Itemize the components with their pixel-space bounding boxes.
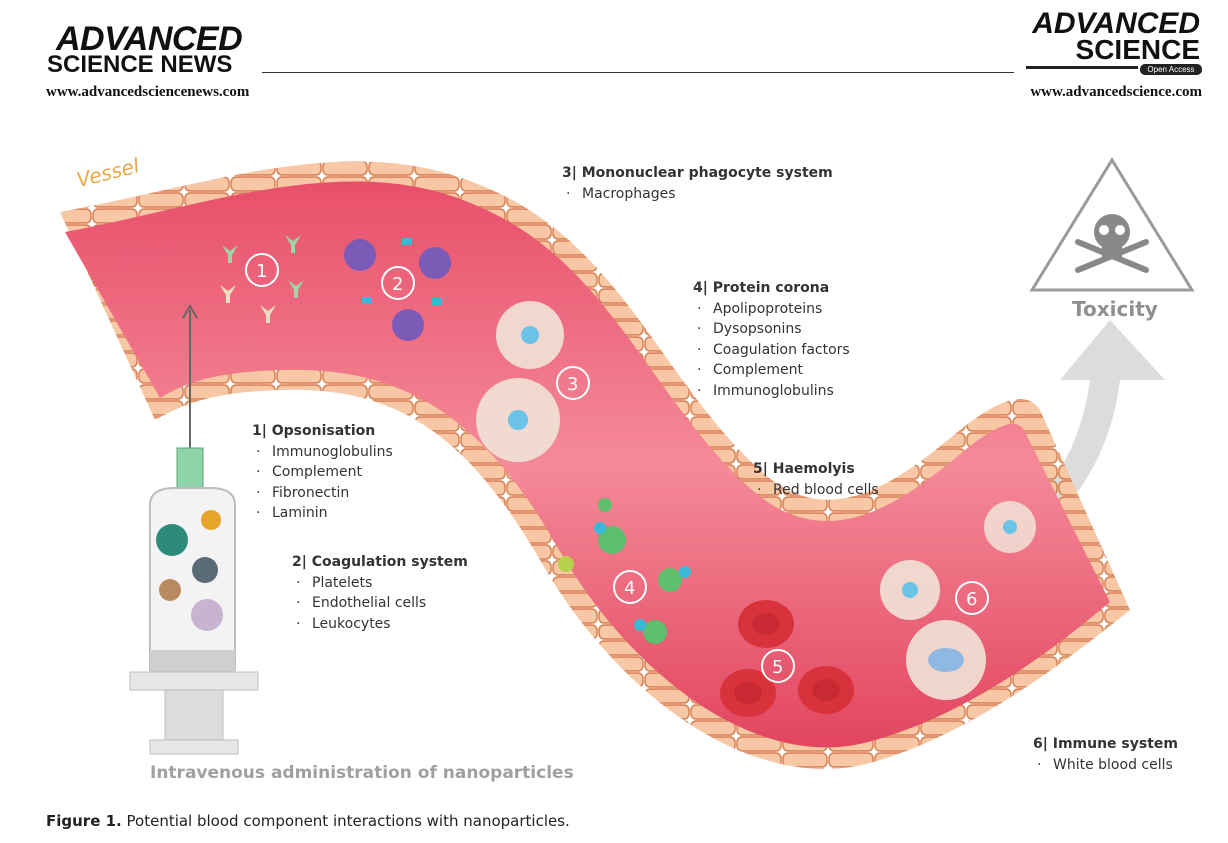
section-item: Immunoglobulins [693,381,850,402]
red-blood-cells [720,600,854,717]
left-url[interactable]: www.advancedsciencenews.com [46,84,250,100]
section-mononuclear-phagocyte-system: 3| Mononuclear phagocyte system Macropha… [562,163,833,204]
step-marker-3 [556,366,590,400]
section-item: Dysopsonins [693,319,850,340]
section-item: Immunoglobulins [252,442,393,463]
caption-label: Figure 1. [46,812,122,830]
step-markers [245,253,989,683]
logo-bar [1026,66,1138,69]
immunoglobulin-particles [220,235,304,323]
step-marker-6 [955,581,989,615]
advanced-science-logo-subtitle: SCIENCE [1075,34,1200,65]
administration-label: Intravenous administration of nanopartic… [150,763,574,783]
section-item: Fibronectin [252,483,393,504]
section-coagulation-system: 2| Coagulation system Platelets Endothel… [292,552,468,634]
advanced-science-news-logo: ADVANCED [56,20,243,58]
section-item: Coagulation factors [693,340,850,361]
caption-text: Potential blood component interactions w… [126,812,570,830]
step-marker-4 [613,570,647,604]
platelets [344,238,451,341]
advanced-science-news-logo-subtitle: SCIENCE NEWS [47,51,233,78]
toxicity-hazard-icon [1029,157,1195,292]
section-item: Macrophages [562,184,833,205]
section-item: Apolipoproteins [693,299,850,320]
right-url[interactable]: www.advancedscience.com [1030,84,1202,100]
section-item: Endothelial cells [292,593,468,614]
section-opsonisation: 1| Opsonisation Immunoglobulins Compleme… [252,421,393,524]
figure-caption: Figure 1. Potential blood component inte… [46,812,570,830]
section-title: 2| Coagulation system [292,554,468,570]
section-item: Complement [252,462,393,483]
section-item: Red blood cells [753,480,879,501]
syringe-icon [129,304,259,755]
step-number-4: 4 [624,578,635,599]
section-title: 3| Mononuclear phagocyte system [562,165,833,181]
section-title: 4| Protein corona [693,280,830,296]
step-number-1: 1 [256,261,267,282]
step-marker-2 [381,266,415,300]
section-title: 6| Immune system [1033,736,1178,752]
section-title: 1| Opsonisation [252,423,376,439]
open-access-badge: Open Access [1140,64,1202,75]
section-protein-corona: 4| Protein corona Apolipoproteins Dysops… [693,278,850,401]
header-rule [262,72,1014,73]
white-blood-cells [880,501,1036,700]
advanced-science-logo: ADVANCED [1032,7,1200,40]
section-item: Laminin [252,503,393,524]
section-immune-system: 6| Immune system White blood cells [1033,734,1178,775]
section-item: Platelets [292,573,468,594]
step-marker-1 [245,253,279,287]
section-item: Leukocytes [292,614,468,635]
step-number-3: 3 [567,374,578,395]
step-marker-5 [761,649,795,683]
section-title: 5| Haemolyis [753,461,855,477]
protein-corona-particles [558,498,691,644]
step-number-5: 5 [772,657,783,678]
step-number-6: 6 [966,589,977,610]
section-item: Complement [693,360,850,381]
macrophages [476,301,564,462]
step-number-2: 2 [392,274,403,295]
toxicity-label: Toxicity [1072,297,1158,321]
section-haemolysis: 5| Haemolyis Red blood cells [753,459,879,500]
section-item: White blood cells [1033,755,1178,776]
blood-lumen [65,181,1110,748]
